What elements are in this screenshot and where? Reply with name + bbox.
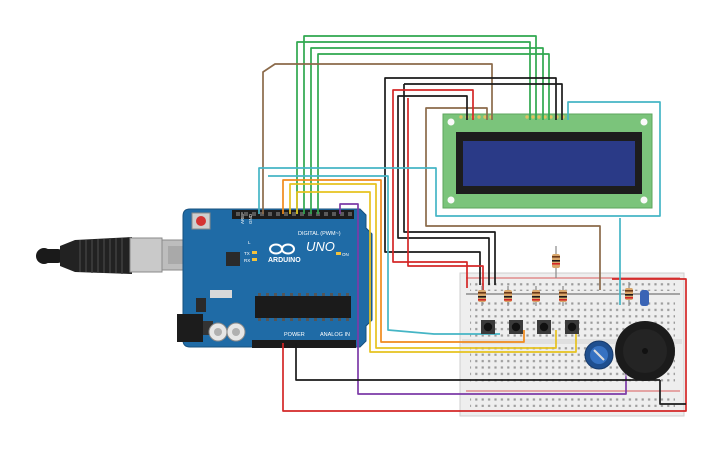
wire-black-2 [397, 95, 490, 285]
wire-red-3 [282, 278, 687, 412]
resistor-3 [532, 286, 540, 306]
wire-red-2 [407, 98, 484, 290]
brand-label: ARDUINO [268, 257, 301, 264]
resistor-2 [504, 286, 512, 306]
potentiometer [584, 340, 614, 370]
capacitor [640, 290, 649, 306]
wire-cyan-1 [258, 101, 661, 217]
arduino-uno-board: AREF GND DIGITAL (PWM~) UNO ARDUINO L TX… [177, 208, 373, 348]
wire-cyan-2 [268, 175, 500, 335]
wire-brown-3 [425, 214, 601, 290]
wires [258, 35, 687, 412]
push-button-1 [481, 320, 495, 334]
wire-black-6 [659, 380, 686, 405]
arduino-logo-icon [269, 243, 295, 255]
wire-black-1 [384, 77, 557, 285]
l-led-label: L [248, 240, 251, 245]
digital-header-label: DIGITAL (PWM~) [298, 231, 341, 237]
wire-yellow-1 [289, 183, 557, 349]
wire-black-3 [403, 84, 496, 285]
uno-label: UNO [306, 239, 335, 254]
wire-purple-1 [339, 203, 627, 395]
push-button-2 [509, 320, 523, 334]
wire-green-4 [317, 53, 550, 214]
resistor-1 [478, 286, 486, 306]
tx-led-label: TX [244, 251, 250, 256]
piezo-buzzer: + [615, 321, 675, 381]
lcd-display [442, 113, 653, 209]
wire-yellow-2 [296, 191, 577, 353]
resistors [478, 246, 633, 306]
wire-black-5 [295, 343, 660, 381]
wire-green-1 [296, 41, 531, 214]
resistor-4 [559, 286, 567, 306]
on-led-label: ON [342, 252, 349, 257]
resistor-5 [552, 246, 560, 278]
rx-led-label: RX [244, 258, 250, 263]
wire-brown-2 [425, 107, 488, 214]
analog-header-label: ANALOG IN [320, 332, 350, 338]
resistor-6 [625, 282, 633, 306]
push-button-4 [565, 320, 579, 334]
gnd-label: GND [248, 213, 253, 224]
wire-black-4 [404, 83, 563, 120]
svg-text:+: + [624, 373, 628, 380]
push-buttons [481, 320, 579, 334]
push-button-3 [537, 320, 551, 334]
wire-brown-1 [262, 63, 493, 214]
aref-label: AREF [240, 212, 245, 224]
power-header-label: POWER [284, 332, 305, 338]
wire-orange-1 [282, 179, 525, 343]
